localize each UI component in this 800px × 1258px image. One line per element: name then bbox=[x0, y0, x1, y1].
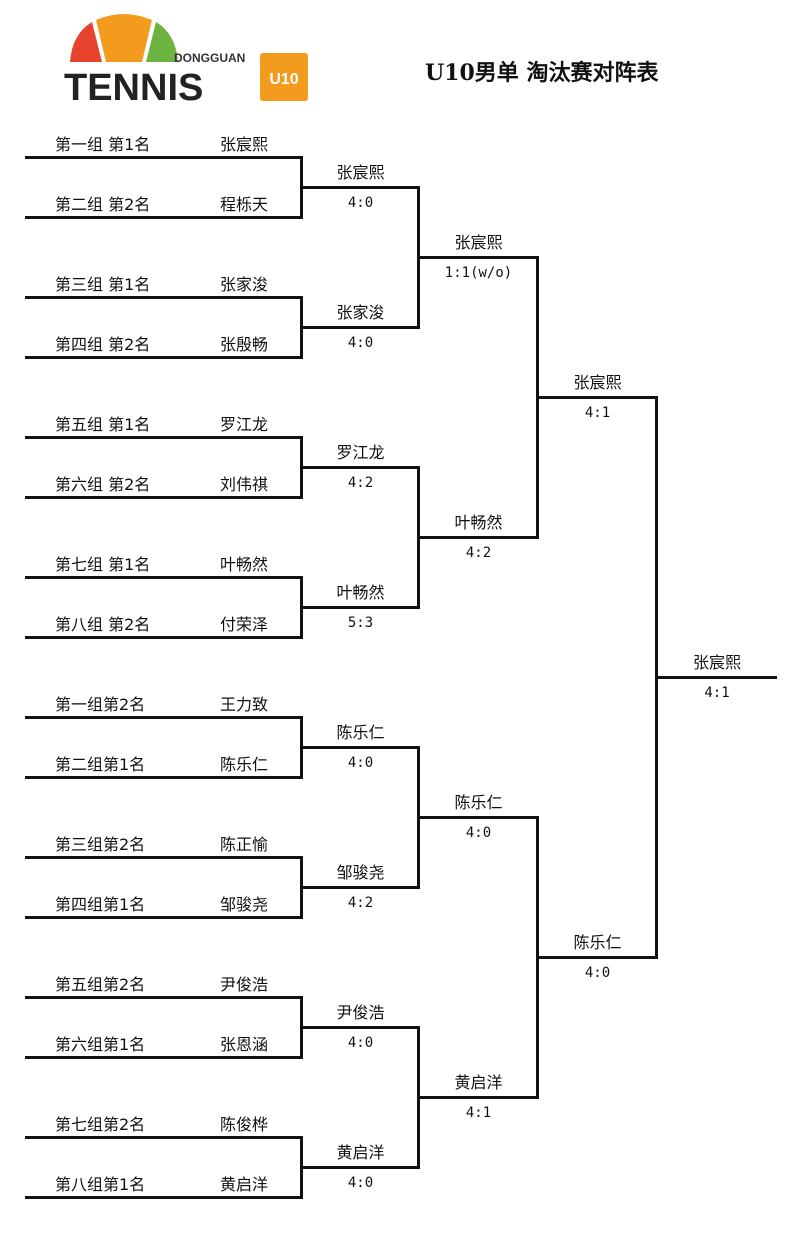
winner-line bbox=[300, 746, 419, 749]
match-score: 4:2 bbox=[347, 895, 374, 911]
match-winner-name: 叶畅然 bbox=[336, 583, 385, 602]
entrant-line bbox=[25, 1196, 302, 1199]
entrant-seed-label: 第四组 第2名 bbox=[55, 335, 151, 354]
match-score: 4:1 bbox=[704, 685, 730, 701]
winner-line bbox=[300, 186, 419, 189]
entrant-seed-label: 第一组第2名 bbox=[55, 695, 146, 714]
entrant-line bbox=[25, 496, 302, 499]
entrant-line bbox=[25, 776, 302, 779]
entrant-name: 叶畅然 bbox=[220, 555, 269, 574]
match-score: 4:2 bbox=[347, 475, 374, 491]
winner-line bbox=[417, 816, 538, 819]
entrant-name: 张恩涵 bbox=[220, 1035, 269, 1054]
entrant-name: 黄启洋 bbox=[220, 1175, 269, 1194]
match-winner-name: 罗江龙 bbox=[336, 443, 385, 462]
svg-text:TENNIS: TENNIS bbox=[64, 67, 203, 107]
entrant-seed-label: 第五组第2名 bbox=[55, 975, 146, 994]
entrant-line bbox=[25, 576, 302, 579]
match-winner-name: 张宸熙 bbox=[573, 373, 622, 392]
entrant-seed-label: 第七组第2名 bbox=[55, 1115, 146, 1134]
match-score: 5:3 bbox=[347, 615, 374, 631]
entrant-line bbox=[25, 1136, 302, 1139]
entrant-line bbox=[25, 916, 302, 919]
match-score: 4:0 bbox=[465, 825, 492, 841]
entrant-name: 尹俊浩 bbox=[220, 975, 269, 994]
match-score: 4:0 bbox=[347, 755, 374, 771]
match-score: 4:1 bbox=[584, 405, 611, 421]
page-title: U10男单 淘汰赛对阵表 bbox=[425, 60, 659, 86]
entrant-seed-label: 第二组 第2名 bbox=[55, 195, 151, 214]
entrant-name: 刘伟祺 bbox=[220, 475, 269, 494]
svg-text:DONGGUAN: DONGGUAN bbox=[174, 51, 245, 65]
entrant-line bbox=[25, 636, 302, 639]
entrant-name: 张殷畅 bbox=[220, 335, 269, 354]
entrant-line bbox=[25, 296, 302, 299]
entrant-line bbox=[25, 996, 302, 999]
match-score: 4:0 bbox=[347, 1175, 374, 1191]
match-winner-name: 张宸熙 bbox=[692, 653, 742, 672]
entrant-seed-label: 第八组第1名 bbox=[55, 1175, 146, 1194]
match-winner-name: 黄启洋 bbox=[336, 1143, 385, 1162]
match-winner-name: 尹俊浩 bbox=[336, 1003, 385, 1022]
entrant-line bbox=[25, 216, 302, 219]
winner-line bbox=[417, 536, 538, 539]
entrant-seed-label: 第四组第1名 bbox=[55, 895, 146, 914]
entrant-line bbox=[25, 856, 302, 859]
winner-line bbox=[300, 886, 419, 889]
match-winner-name: 张家浚 bbox=[336, 303, 385, 322]
match-winner-name: 邹骏尧 bbox=[336, 863, 385, 882]
match-winner-name: 张宸熙 bbox=[454, 233, 503, 252]
entrant-seed-label: 第六组 第2名 bbox=[55, 475, 151, 494]
match-winner-name: 陈乐仁 bbox=[573, 933, 622, 952]
entrant-line bbox=[25, 436, 302, 439]
entrant-name: 罗江龙 bbox=[220, 415, 269, 434]
winner-line bbox=[655, 676, 777, 679]
entrant-name: 付荣泽 bbox=[220, 615, 269, 634]
match-winner-name: 黄启洋 bbox=[454, 1073, 503, 1092]
match-score: 1:1(w/o) bbox=[444, 265, 513, 281]
match-score: 4:0 bbox=[347, 335, 374, 351]
match-score: 4:0 bbox=[347, 195, 374, 211]
match-winner-name: 张宸熙 bbox=[336, 163, 385, 182]
winner-line bbox=[417, 1096, 538, 1099]
entrant-name: 陈正愉 bbox=[220, 835, 269, 854]
winner-line bbox=[300, 326, 419, 329]
entrant-name: 程栎天 bbox=[220, 195, 269, 214]
entrant-line bbox=[25, 356, 302, 359]
entrant-line bbox=[25, 1056, 302, 1059]
entrant-line bbox=[25, 156, 302, 159]
match-winner-name: 叶畅然 bbox=[454, 513, 503, 532]
entrant-name: 邹骏尧 bbox=[220, 895, 269, 914]
dongguan-tennis-logo: DONGGUAN TENNIS U10 bbox=[62, 12, 312, 109]
match-winner-name: 陈乐仁 bbox=[336, 723, 385, 742]
entrant-seed-label: 第八组 第2名 bbox=[55, 615, 151, 634]
winner-line bbox=[536, 956, 657, 959]
winner-line bbox=[300, 466, 419, 469]
match-winner-name: 陈乐仁 bbox=[454, 793, 503, 812]
winner-line bbox=[300, 1026, 419, 1029]
match-score: 4:0 bbox=[584, 965, 611, 981]
entrant-name: 张宸熙 bbox=[220, 135, 269, 154]
entrant-name: 陈乐仁 bbox=[220, 755, 269, 774]
entrant-seed-label: 第三组 第1名 bbox=[55, 275, 151, 294]
entrant-seed-label: 第六组第1名 bbox=[55, 1035, 146, 1054]
winner-line bbox=[536, 396, 657, 399]
entrant-name: 张家浚 bbox=[220, 275, 269, 294]
entrant-name: 王力致 bbox=[220, 695, 269, 714]
match-score: 4:0 bbox=[347, 1035, 374, 1051]
entrant-seed-label: 第二组第1名 bbox=[55, 755, 146, 774]
entrant-seed-label: 第一组 第1名 bbox=[55, 135, 151, 154]
match-score: 4:1 bbox=[465, 1105, 492, 1121]
svg-text:U10: U10 bbox=[269, 71, 298, 88]
entrant-seed-label: 第七组 第1名 bbox=[55, 555, 151, 574]
entrant-seed-label: 第五组 第1名 bbox=[55, 415, 151, 434]
entrant-line bbox=[25, 716, 302, 719]
winner-line bbox=[300, 606, 419, 609]
entrant-seed-label: 第三组第2名 bbox=[55, 835, 146, 854]
entrant-name: 陈俊桦 bbox=[220, 1115, 269, 1134]
winner-line bbox=[417, 256, 538, 259]
match-score: 4:2 bbox=[465, 545, 492, 561]
winner-line bbox=[300, 1166, 419, 1169]
